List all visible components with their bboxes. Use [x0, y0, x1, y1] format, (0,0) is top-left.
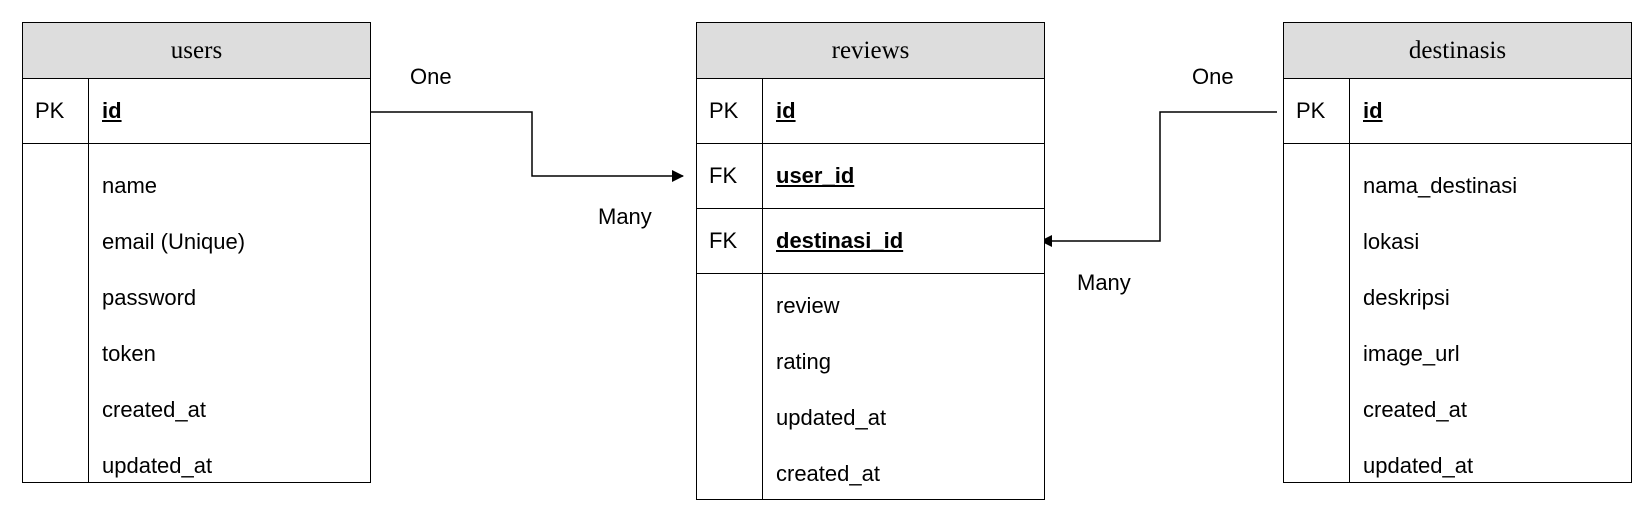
attribute-item: nama_destinasi — [1363, 173, 1518, 198]
key-field: id — [102, 98, 122, 123]
key-field: id — [1363, 98, 1383, 123]
key-field: user_id — [776, 163, 855, 188]
entity-title: users — [23, 23, 370, 79]
key-badge: FK — [709, 163, 738, 188]
attribute-item: lokasi — [1363, 229, 1420, 254]
entity-users[interactable]: users PK id name email (Unique) password… — [22, 22, 371, 483]
relation-label-many-users: Many — [598, 204, 652, 229]
attribute-item: email (Unique) — [102, 229, 246, 254]
attribute-list: name email (Unique) password token creat… — [23, 144, 370, 506]
destinasis-to-reviews-connector — [1040, 111, 1277, 247]
attribute-item: review — [776, 293, 840, 318]
key-badge: PK — [709, 98, 739, 123]
key-row-user-id[interactable]: FK user_id — [697, 144, 1044, 209]
attribute-item: created_at — [1363, 397, 1467, 422]
entity-column-divider — [88, 79, 89, 482]
attribute-item: image_url — [1363, 341, 1460, 366]
entity-column-divider — [1349, 79, 1350, 482]
relation-label-one-destinasis: One — [1192, 64, 1234, 89]
attribute-item: rating — [776, 349, 832, 374]
entity-reviews[interactable]: reviews PK id FK user_id FK destinasi_id… — [696, 22, 1045, 500]
attribute-item: deskripsi — [1363, 285, 1450, 310]
entity-destinasis[interactable]: destinasis PK id nama_destinasi lokasi d… — [1283, 22, 1632, 483]
attribute-item: created_at — [102, 397, 206, 422]
key-row-destinasi-id[interactable]: FK destinasi_id — [697, 209, 1044, 274]
attribute-item: name — [102, 173, 158, 198]
key-badge: FK — [709, 228, 738, 253]
users-to-reviews-connector — [368, 111, 684, 182]
attribute-item: token — [102, 341, 156, 366]
attribute-item: password — [102, 285, 197, 310]
entity-title: destinasis — [1284, 23, 1631, 79]
key-badge: PK — [35, 98, 65, 123]
key-field: id — [776, 98, 796, 123]
key-row-id[interactable]: PK id — [1284, 79, 1631, 144]
key-row-id[interactable]: PK id — [23, 79, 370, 144]
entity-title: reviews — [697, 23, 1044, 79]
attribute-item: updated_at — [1363, 453, 1474, 478]
attribute-item: updated_at — [776, 405, 887, 430]
relation-label-many-destinasis: Many — [1077, 270, 1131, 295]
attribute-item: updated_at — [102, 453, 213, 478]
key-field: destinasi_id — [776, 228, 904, 253]
entity-column-divider — [762, 79, 763, 499]
relation-label-one-users: One — [410, 64, 452, 89]
attribute-item: created_at — [776, 461, 880, 486]
key-row-id[interactable]: PK id — [697, 79, 1044, 144]
key-badge: PK — [1296, 98, 1326, 123]
attribute-list: review rating updated_at created_at — [697, 274, 1044, 514]
attribute-list: nama_destinasi lokasi deskripsi image_ur… — [1284, 144, 1631, 506]
